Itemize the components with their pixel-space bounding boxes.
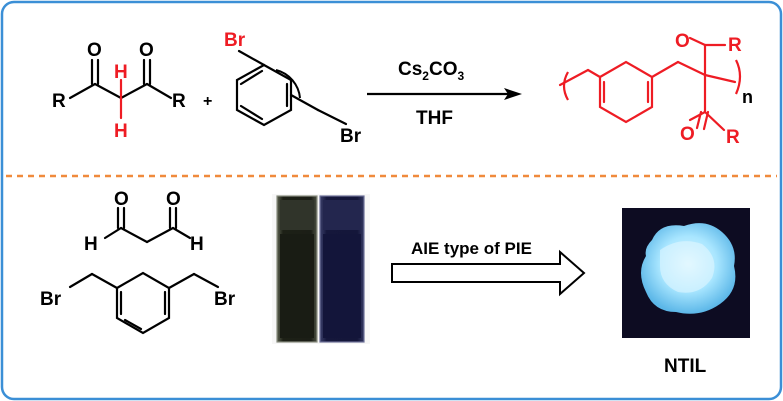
diketone-o-left: O xyxy=(87,40,102,61)
diketone-h-top: H xyxy=(114,62,128,83)
xylene-dibromide-structure xyxy=(68,271,220,335)
malonaldehyde-o-right: O xyxy=(166,189,181,210)
aie-arrow-label: AIE type of PIE xyxy=(411,239,532,258)
diketone-h-bottom: H xyxy=(114,121,128,142)
reagent-cs2co3: Cs2CO3 xyxy=(398,59,464,83)
xylene-br-left: Br xyxy=(40,289,62,310)
ntil-powder-photo xyxy=(622,208,750,338)
dibromide-br-top: Br xyxy=(224,30,246,51)
diketone-r-left: R xyxy=(52,91,66,112)
polymer-r-bottom: R xyxy=(726,127,740,148)
polymer-bracket-right xyxy=(734,59,742,95)
diketone-o-right: O xyxy=(139,40,154,61)
polymer-o-bottom: O xyxy=(680,124,695,145)
malonaldehyde-o-left: O xyxy=(114,189,129,210)
solvent-thf: THF xyxy=(416,108,453,129)
malonaldehyde-structure xyxy=(103,206,192,244)
polymer-repeat-n: n xyxy=(742,87,753,107)
xylene-br-right: Br xyxy=(214,289,236,310)
hollow-right-arrow-icon xyxy=(391,249,586,297)
polymer-o-top: O xyxy=(675,31,690,52)
dibromide-position-arc xyxy=(275,69,301,99)
plus-sign: + xyxy=(203,93,212,110)
dibromide-br-right: Br xyxy=(340,126,362,147)
polymer-bracket-left xyxy=(562,71,569,101)
product-label-ntil: NTIL xyxy=(664,356,707,377)
malonaldehyde-h-left: H xyxy=(84,234,98,255)
diketone-structure xyxy=(68,58,173,120)
cuvettes-photo xyxy=(272,194,370,344)
polymer-structure xyxy=(558,36,737,132)
malonaldehyde-h-right: H xyxy=(190,234,204,255)
polymer-r-top: R xyxy=(728,35,742,56)
right-arrow-icon xyxy=(367,88,522,100)
diketone-r-right: R xyxy=(172,91,186,112)
